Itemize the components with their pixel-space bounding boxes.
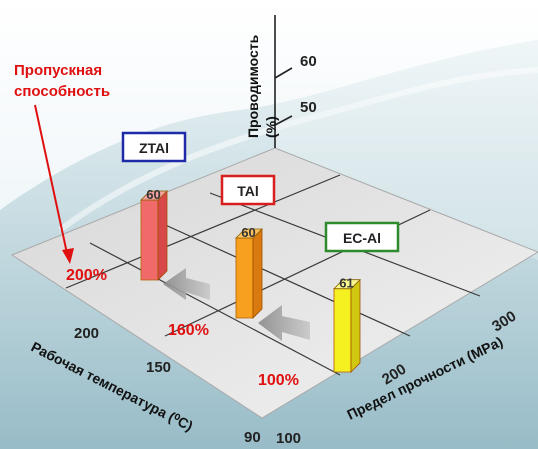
alloy-label-ec-al: EC-Al	[343, 230, 381, 246]
throughput-value-tal: 160%	[168, 322, 209, 339]
bar-value-tal: 60	[241, 225, 255, 240]
strength-tick-100: 100	[276, 430, 301, 447]
bar-top-ec-al	[333, 279, 361, 290]
alloy-label-ztal: ZTAl	[139, 140, 169, 156]
transition-arrow-1	[163, 268, 210, 300]
bar-top-tal	[235, 228, 263, 239]
throughput-value-ztal: 200%	[66, 267, 107, 284]
alloy-label-box-ztal	[121, 131, 187, 163]
conductivity-tick-60: 60	[300, 53, 317, 70]
throughput-value-ec-al: 100%	[258, 372, 299, 389]
bar-front-ztal	[140, 199, 159, 281]
conductivity-tick-50: 50	[300, 99, 317, 116]
transition-arrow-2	[258, 305, 310, 341]
annotation-arrowhead	[62, 248, 74, 264]
temperature-tick-90: 90	[244, 429, 261, 446]
temperature-tick-150: 150	[146, 359, 171, 376]
back-wall	[275, 40, 538, 260]
annotation-arrow	[34, 104, 69, 259]
bar-front-ec-al	[333, 288, 352, 373]
throughput-annotation-line2: способность	[14, 83, 110, 100]
conductivity-axis-title: Проводимость	[245, 34, 261, 138]
throughput-annotation-line1: Пропускная	[14, 62, 102, 79]
bar-value-ztal: 60	[146, 187, 160, 202]
alloy-label-box-tal	[220, 174, 276, 206]
conductivity-axis-unit: (%)	[263, 116, 279, 138]
conductivity-axis: 60 50 Проводимость (%)	[245, 15, 317, 148]
bar-side-ztal	[157, 190, 168, 281]
bar-side-ec-al	[350, 278, 361, 373]
temperature-tick-200: 200	[74, 325, 99, 342]
bar-top-ztal	[140, 190, 168, 201]
bar-side-tal	[252, 228, 263, 319]
bar-front-tal	[235, 237, 254, 319]
bars-layer: 60 ZTAl 200% 60 TAl 160% 61 EC-Al 100%	[66, 131, 400, 389]
alloy-label-tal: TAl	[237, 183, 259, 199]
bar-value-ec-al: 61	[339, 276, 353, 291]
alloy-label-box-ec-al	[324, 221, 400, 253]
